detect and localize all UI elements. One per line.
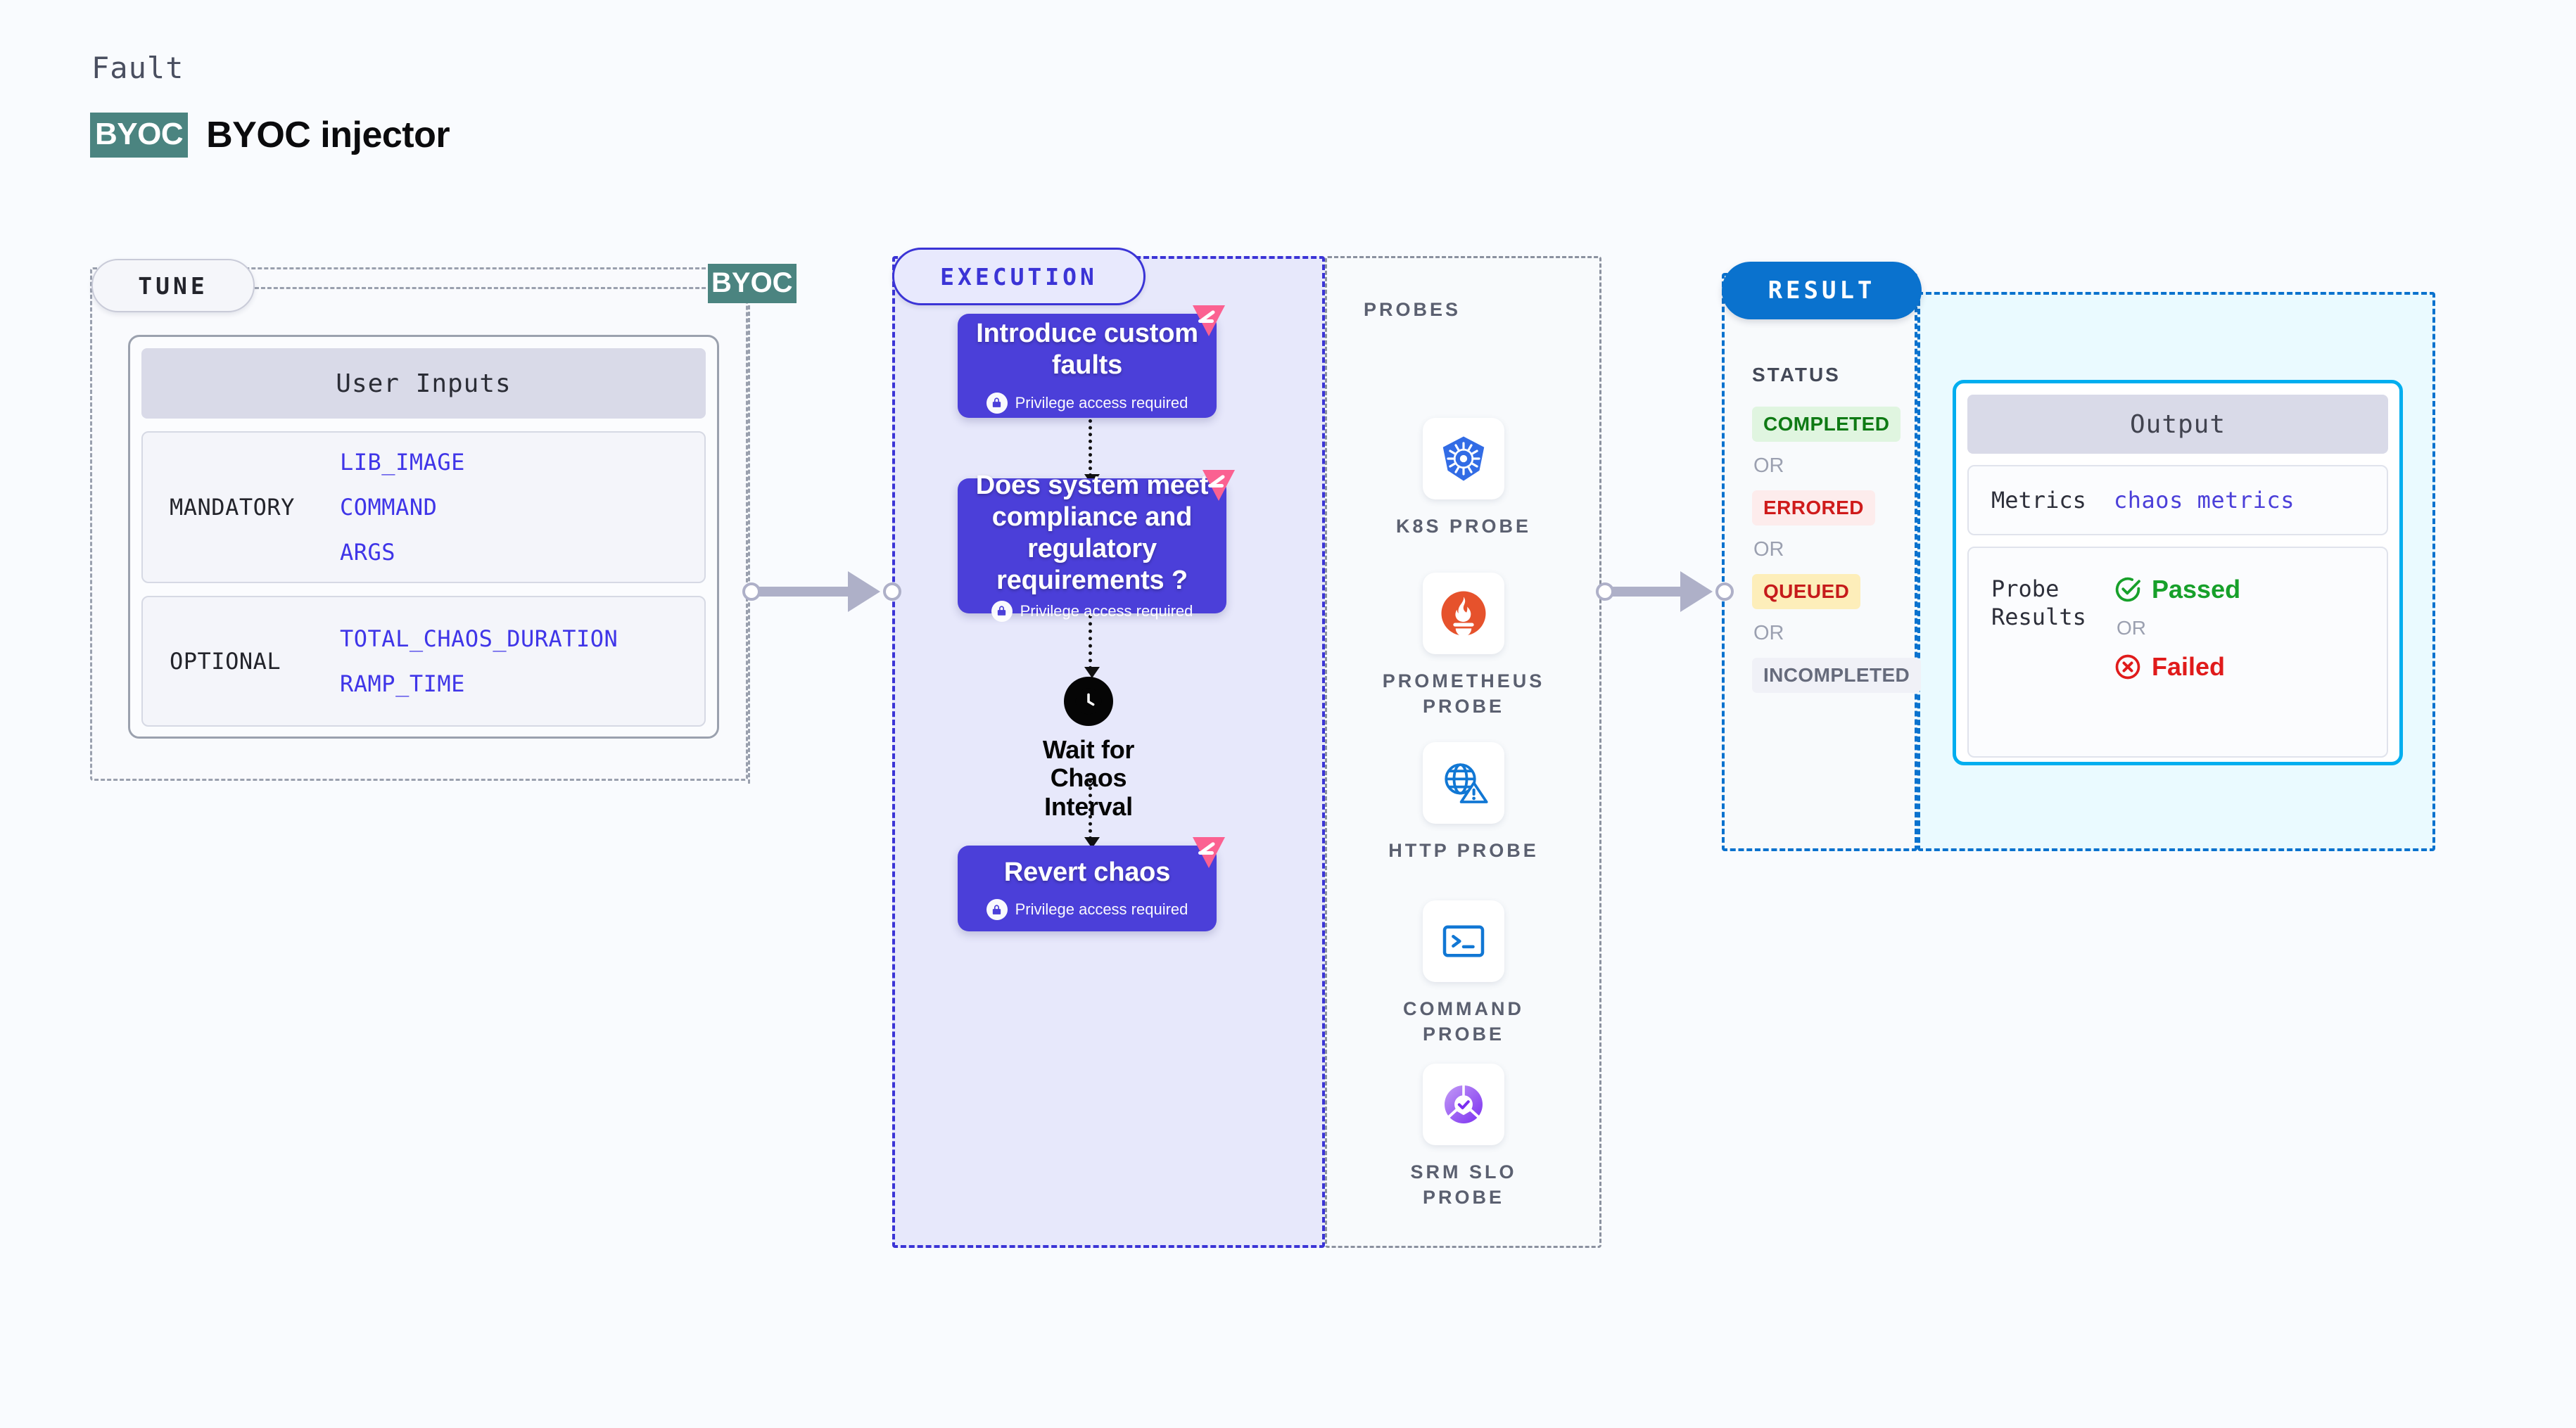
or-separator: OR: [1753, 622, 1784, 644]
probe-results-key-label: Probe Results: [1991, 575, 2086, 630]
or-separator: OR: [1753, 538, 1784, 561]
node-privilege-note: Privilege access required: [986, 392, 1188, 414]
input-args[interactable]: ARGS: [340, 539, 396, 566]
probe-item-srm-slo[interactable]: SRM SLO PROBE: [1376, 1064, 1552, 1211]
optional-inputs-group: OPTIONAL TOTAL_CHAOS_DURATION RAMP_TIME: [141, 596, 706, 727]
page-title-row: BYOC BYOC injector: [90, 113, 450, 158]
probe-label: K8S PROBE: [1395, 516, 1532, 537]
node-title: Revert chaos: [1003, 857, 1171, 887]
user-inputs-card: User Inputs MANDATORY LIB_IMAGE COMMAND …: [128, 335, 719, 739]
lock-icon: [986, 899, 1008, 921]
byoc-badge: BYOC: [90, 113, 189, 158]
srm-slo-icon: [1423, 1064, 1504, 1145]
execution-node-compliance-check[interactable]: Does system meet compliance and regulato…: [958, 470, 1235, 622]
probe-item-k8s[interactable]: K8S PROBE: [1376, 418, 1552, 539]
check-circle-icon: [2115, 577, 2140, 602]
arrow-tune-to-execution: [742, 571, 904, 612]
http-globe-warning-icon: [1423, 742, 1504, 824]
status-badge-errored: ERRORED: [1752, 490, 1875, 525]
prometheus-icon: [1423, 573, 1504, 654]
or-separator: OR: [2117, 617, 2146, 639]
terminal-icon: [1423, 900, 1504, 982]
input-total-chaos-duration[interactable]: TOTAL_CHAOS_DURATION: [340, 625, 618, 652]
node-privilege-text: Privilege access required: [1020, 601, 1193, 620]
arrow-end-dot: [883, 582, 901, 601]
node-privilege-text: Privilege access required: [1015, 393, 1188, 412]
metrics-value[interactable]: chaos metrics: [2114, 487, 2295, 514]
mandatory-label: MANDATORY: [170, 494, 295, 521]
probe-item-command[interactable]: COMMAND PROBE: [1376, 900, 1552, 1047]
status-badge-incompleted: INCOMPLETED: [1752, 658, 1922, 693]
or-separator: OR: [1753, 454, 1784, 477]
node-privilege-note: Privilege access required: [986, 899, 1188, 921]
node-privilege-note: Privilege access required: [991, 600, 1193, 622]
probe-label: COMMAND PROBE: [1403, 998, 1524, 1045]
tune-byoc-dashed-link: [255, 287, 712, 289]
status-badge-queued: QUEUED: [1752, 574, 1861, 609]
lock-icon: [991, 600, 1013, 622]
execution-stage-container: [892, 256, 1325, 1248]
arrow-start-dot: [1596, 582, 1614, 601]
probe-results-values: Passed OR Failed: [2114, 575, 2240, 682]
harness-logo-icon: [1203, 470, 1235, 501]
probes-section-label: PROBES: [1364, 299, 1461, 320]
page-title: BYOC injector: [206, 115, 450, 155]
probe-result-passed: Passed: [2114, 575, 2240, 604]
byoc-link-badge: BYOC: [708, 264, 797, 303]
execution-node-introduce-faults[interactable]: Introduce custom faults Privilege access…: [958, 305, 1225, 418]
arrowhead-icon: [1084, 667, 1100, 678]
node-title: Does system meet compliance and regulato…: [975, 471, 1209, 595]
metrics-key-label: Metrics: [1991, 487, 2086, 514]
arrow-execution-to-result: [1596, 571, 1737, 612]
probe-label: PROMETHEUS PROBE: [1382, 670, 1545, 718]
optional-label: OPTIONAL: [170, 648, 281, 675]
connector-node1-node2: [1084, 419, 1100, 485]
input-lib-image[interactable]: LIB_IMAGE: [340, 449, 465, 476]
probe-item-prometheus[interactable]: PROMETHEUS PROBE: [1376, 573, 1552, 720]
failed-label: Failed: [2152, 652, 2226, 681]
result-stage-container: [1722, 273, 1917, 851]
status-list: COMPLETED OR ERRORED OR QUEUED OR INCOMP…: [1752, 407, 1922, 693]
arrow-shaft: [758, 587, 858, 597]
connector-node2-wait: [1084, 615, 1100, 678]
result-stage-pill[interactable]: RESULT: [1722, 262, 1922, 319]
mandatory-inputs-group: MANDATORY LIB_IMAGE COMMAND ARGS: [141, 431, 706, 583]
user-inputs-title: User Inputs: [141, 348, 706, 419]
execution-stage-pill[interactable]: EXECUTION: [892, 248, 1146, 305]
passed-label: Passed: [2152, 575, 2241, 604]
page-eyebrow: Fault: [91, 51, 184, 85]
wait-node-label: Wait for Chaos Interval: [1042, 735, 1135, 821]
input-command[interactable]: COMMAND: [340, 494, 438, 521]
harness-logo-icon: [1193, 305, 1225, 336]
x-circle-icon: [2115, 654, 2140, 680]
tune-stage-pill[interactable]: TUNE: [91, 259, 255, 312]
mandatory-values: LIB_IMAGE COMMAND ARGS: [340, 449, 465, 566]
input-ramp-time[interactable]: RAMP_TIME: [340, 670, 465, 697]
arrow-end-dot: [1715, 582, 1734, 601]
arrow-shaft: [1611, 587, 1690, 597]
lock-icon: [986, 392, 1008, 414]
output-row-probe-results: Probe Results Passed OR Failed: [1967, 547, 2388, 758]
output-row-metrics: Metrics chaos metrics: [1967, 465, 2388, 535]
output-card-title: Output: [1967, 395, 2388, 454]
output-card: Output Metrics chaos metrics Probe Resul…: [1953, 380, 2403, 765]
clock-icon: [1064, 677, 1113, 726]
probe-label: HTTP PROBE: [1388, 840, 1539, 861]
node-privilege-text: Privilege access required: [1015, 900, 1188, 919]
byoc-dashed-drop-line: [748, 305, 750, 784]
execution-node-wait-for-chaos-interval[interactable]: Wait for Chaos Interval: [1022, 677, 1155, 821]
probe-result-failed: Failed: [2114, 652, 2240, 682]
arrow-head-icon: [1680, 571, 1713, 612]
harness-logo-icon: [1193, 837, 1225, 868]
optional-values: TOTAL_CHAOS_DURATION RAMP_TIME: [340, 625, 618, 697]
execution-node-revert-chaos[interactable]: Revert chaos Privilege access required: [958, 837, 1225, 931]
arrow-head-icon: [848, 571, 880, 612]
kubernetes-icon: [1423, 418, 1504, 499]
status-section-label: STATUS: [1752, 364, 1841, 385]
status-badge-completed: COMPLETED: [1752, 407, 1901, 442]
probe-item-http[interactable]: HTTP PROBE: [1376, 742, 1552, 863]
node-title: Introduce custom faults: [976, 319, 1198, 380]
probe-label: SRM SLO PROBE: [1410, 1161, 1517, 1209]
